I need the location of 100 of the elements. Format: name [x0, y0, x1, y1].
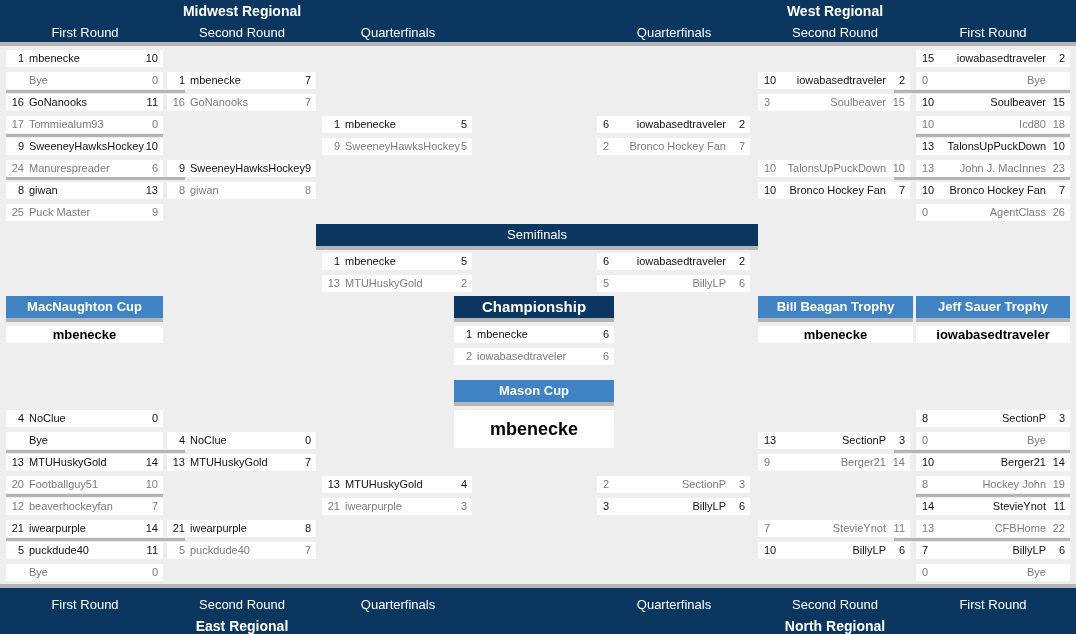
score: 5 — [460, 254, 467, 269]
seed-number: 20 — [11, 477, 24, 492]
team-name: Berger21 — [1000, 455, 1046, 470]
team-name: iowabasedtraveler — [636, 254, 726, 269]
region-title: North Regional — [784, 618, 886, 634]
score: 6 — [151, 161, 158, 176]
team-name: John J. MacInnes — [959, 161, 1046, 176]
seed-number: 8 — [922, 477, 929, 492]
team-name: Bye — [1027, 565, 1046, 580]
winner-name: mbenecke — [758, 326, 913, 343]
score: 2 — [1058, 51, 1065, 66]
seed-number: 1 — [17, 51, 24, 66]
score: 2 — [738, 254, 745, 269]
seed-number: 13 — [327, 477, 340, 492]
score: 6 — [738, 499, 745, 514]
team-row — [916, 454, 1070, 471]
team-name: SweeneyHawksHockey — [29, 139, 144, 154]
team-name: Bye — [1027, 433, 1046, 448]
region-title: Midwest Regional — [182, 3, 302, 19]
score: 6 — [602, 349, 609, 364]
team-row — [916, 160, 1070, 177]
score: 2 — [738, 117, 745, 132]
score: 6 — [602, 327, 609, 342]
score: 7 — [304, 543, 311, 558]
round-title: Quarterfinals — [360, 596, 436, 612]
team-name: BillyLP — [852, 543, 886, 558]
seed-number: 0 — [922, 205, 929, 220]
seed-number: 2 — [603, 477, 610, 492]
round-title: First Round — [959, 596, 1027, 612]
team-row — [916, 116, 1070, 133]
score: 14 — [145, 521, 158, 536]
score: 7 — [151, 499, 158, 514]
team-row — [6, 498, 163, 515]
team-row — [167, 432, 316, 449]
trophy-band: Jeff Sauer Trophy — [916, 296, 1070, 322]
seed-number: 13 — [11, 455, 24, 470]
team-row — [758, 520, 910, 537]
seed-number: 14 — [922, 499, 935, 514]
score: 5 — [460, 117, 467, 132]
team-name: Bronco Hockey Fan — [789, 183, 886, 198]
team-name: Icd80 — [1019, 117, 1046, 132]
team-row — [6, 94, 163, 111]
team-name: iowabasedtraveler — [956, 51, 1046, 66]
region-title: West Regional — [786, 3, 884, 19]
score: 6 — [738, 276, 745, 291]
seed-number: 7 — [764, 521, 771, 536]
score: 14 — [145, 455, 158, 470]
team-row — [916, 476, 1070, 493]
team-name: mbenecke — [477, 327, 528, 342]
trophy-band: MacNaughton Cup — [6, 296, 163, 322]
score: 0 — [151, 565, 158, 580]
seed-number: 5 — [603, 276, 610, 291]
round-title-band: Semifinals — [316, 224, 758, 250]
score: 0 — [151, 117, 158, 132]
seed-number: 1 — [465, 327, 472, 342]
winner-name: iowabasedtraveler — [916, 326, 1070, 343]
score: 10 — [145, 139, 158, 154]
seed-number: 13 — [922, 161, 935, 176]
team-name: iowabasedtraveler — [636, 117, 726, 132]
trophy-band: Mason Cup — [454, 380, 614, 406]
score: 11 — [146, 95, 158, 110]
team-row — [916, 432, 1070, 449]
team-name: GoNanooks — [29, 95, 88, 110]
seed-number: 10 — [764, 543, 777, 558]
score: 10 — [892, 161, 905, 176]
seed-number: 25 — [11, 205, 24, 220]
team-name: StevieYnot — [832, 521, 886, 536]
score: 7 — [304, 455, 311, 470]
team-name: Hockey John — [982, 477, 1046, 492]
score: 11 — [1053, 499, 1065, 514]
score: 8 — [304, 521, 311, 536]
seed-number: 0 — [922, 433, 929, 448]
seed-number: 2 — [465, 349, 472, 364]
team-name: MTUHuskyGold — [345, 276, 423, 291]
team-row — [758, 72, 910, 89]
score: 0 — [151, 411, 158, 426]
round-title: Second Round — [199, 596, 285, 612]
team-name: iowabasedtraveler — [477, 349, 567, 364]
round-title: Quarterfinals — [360, 24, 436, 40]
seed-number: 5 — [17, 543, 24, 558]
score: 15 — [1052, 95, 1065, 110]
round-title: First Round — [51, 24, 119, 40]
team-row — [167, 520, 316, 537]
round-title: Quarterfinals — [636, 596, 712, 612]
score: 8 — [304, 183, 311, 198]
score: 10 — [145, 51, 158, 66]
team-name: Tommiealum93 — [29, 117, 104, 132]
team-name: BillyLP — [692, 276, 726, 291]
team-name: TalonsUpPuckDown — [947, 139, 1046, 154]
score: 10 — [145, 477, 158, 492]
team-name: puckdude40 — [190, 543, 250, 558]
team-row — [167, 542, 316, 559]
team-name: NoClue — [190, 433, 227, 448]
team-row — [6, 116, 163, 133]
team-row — [916, 542, 1070, 559]
trophy-band: Bill Beagan Trophy — [758, 296, 913, 322]
score: 0 — [304, 433, 311, 448]
round-title: Quarterfinals — [636, 24, 712, 40]
team-row — [758, 160, 910, 177]
header-band — [0, 584, 1076, 634]
